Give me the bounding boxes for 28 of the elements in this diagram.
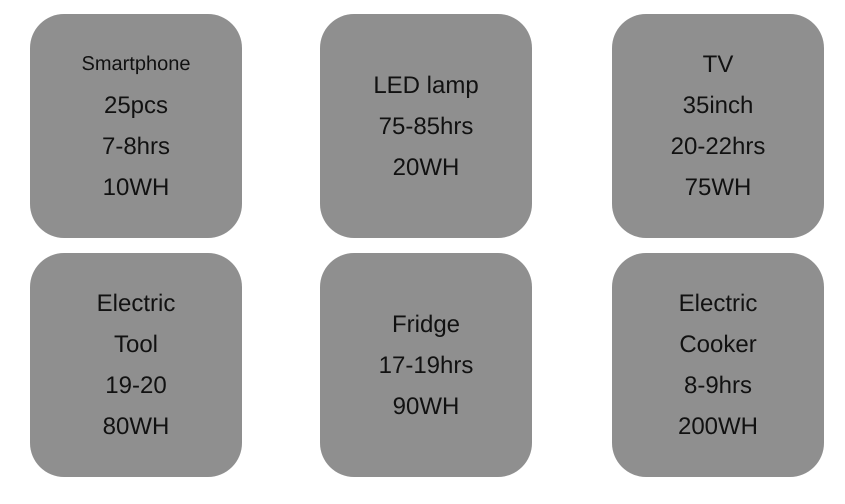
box-text: LED lamp: [373, 70, 479, 100]
rounded-box: [612, 253, 824, 477]
rounded-box: [320, 253, 532, 477]
rounded-box: [612, 14, 824, 238]
box-text: TV: [702, 50, 734, 80]
box-text: Electric: [96, 289, 176, 319]
box-text: 90WH: [392, 392, 460, 422]
box-text: 7-8hrs: [102, 132, 170, 162]
box-text: 17-19hrs: [378, 350, 474, 380]
box-text: 10WH: [102, 173, 170, 203]
box-text: 20-22hrs: [670, 132, 766, 162]
box-text: Smartphone: [82, 52, 190, 77]
box-text: Cooker: [679, 330, 757, 360]
rounded-box: [320, 14, 532, 238]
box-text: Fridge: [392, 310, 460, 340]
box-text: 25pcs: [104, 91, 168, 121]
box-text: 80WH: [102, 412, 170, 442]
rounded-box: [30, 14, 242, 238]
box-text: 35inch: [682, 91, 754, 121]
box-text: 19-20: [105, 371, 167, 401]
rounded-box: [30, 253, 242, 477]
box-text: 75-85hrs: [378, 112, 474, 142]
box-text: Tool: [114, 330, 158, 360]
box-text: 20WH: [392, 152, 460, 182]
box-text: Electric: [678, 289, 758, 319]
box-text: 200WH: [678, 412, 758, 442]
box-text: 8-9hrs: [684, 371, 752, 401]
box-text: 75WH: [684, 173, 752, 203]
